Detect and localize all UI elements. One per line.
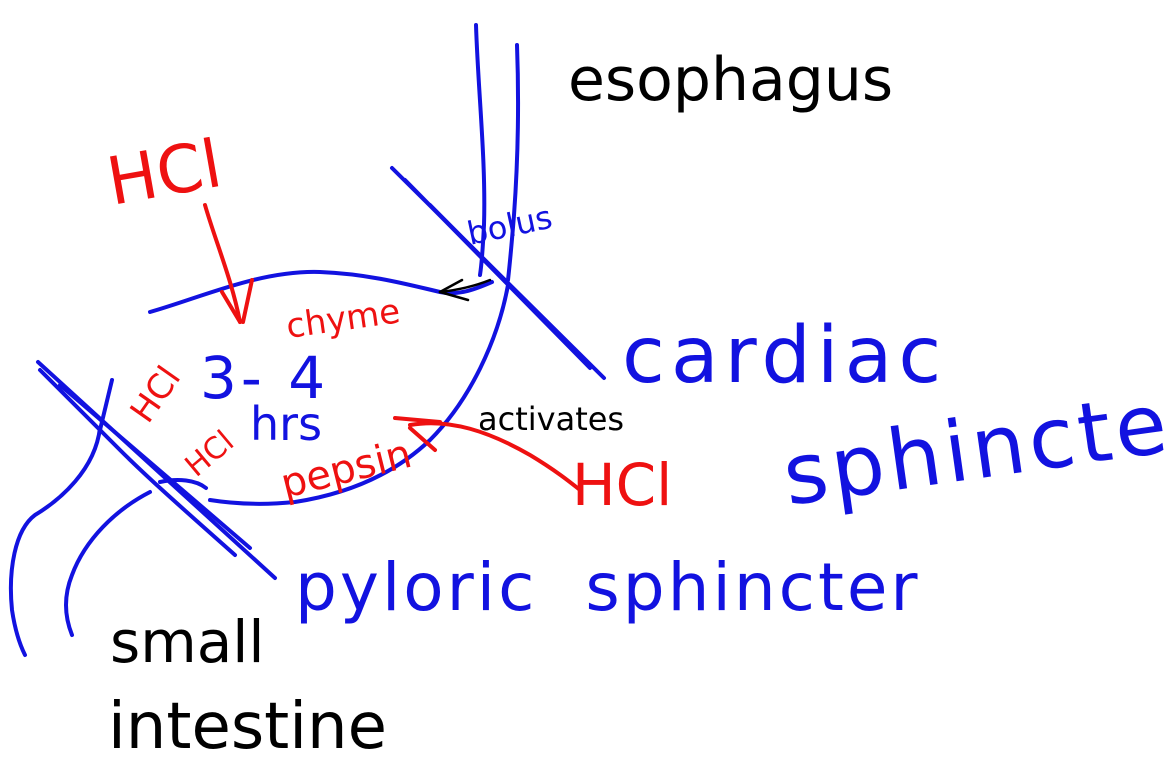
small-intestine-label-small: small (110, 608, 265, 676)
hcl-left-label: HCl (123, 359, 189, 430)
hrs-label: hrs (250, 397, 322, 451)
small-intestine-label-intestine: intestine (108, 690, 387, 758)
hcl-activates-pepsin-arrow-head-top (395, 418, 440, 422)
hcl-hrs-prefix-label: HCl (179, 424, 241, 484)
cardiac-label: cardiac (622, 311, 947, 401)
hcl-top-label: HCl (101, 125, 227, 221)
hcl-right-label: HCl (572, 451, 672, 519)
pyloric-sphincter-label: pyloric sphincter (295, 549, 921, 626)
esophagus-label: esophagus (568, 45, 893, 115)
small-intestine-outer-wall (11, 428, 100, 655)
chyme-label: chyme (284, 291, 403, 347)
bolus-label: bolus (464, 198, 556, 253)
hcl-down-arrow-head-right (243, 280, 252, 322)
hcl-down-arrow-shaft (205, 205, 240, 322)
activates-label: activates (478, 400, 624, 438)
